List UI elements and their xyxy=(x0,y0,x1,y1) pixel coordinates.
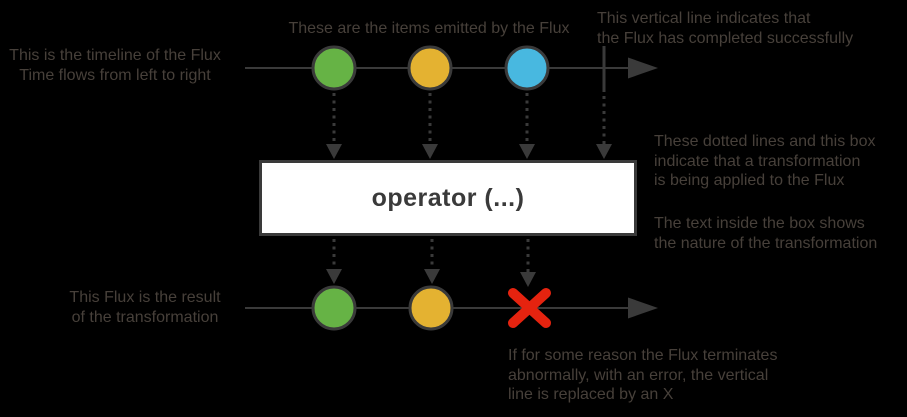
source-item-3-blue xyxy=(504,45,550,91)
arrowhead-icon xyxy=(422,144,438,159)
transform-note: These dotted lines and this box indicate… xyxy=(654,133,876,189)
dotted-arrow-in-4 xyxy=(596,96,612,159)
arrowhead-icon xyxy=(326,144,342,159)
result-item-1-green xyxy=(311,285,357,331)
arrowhead-icon xyxy=(326,269,342,284)
arrowhead-icon xyxy=(520,272,536,287)
source-timeline xyxy=(245,45,658,92)
items-note: These are the items emitted by the Flux xyxy=(288,20,570,37)
dotted-arrow-out-1 xyxy=(326,239,342,284)
error-x-icon xyxy=(508,288,551,328)
result-item-2-yellow xyxy=(408,285,454,331)
result-note: This Flux is the result of the transform… xyxy=(69,289,221,326)
arrowhead-icon xyxy=(519,144,535,159)
transform-arrows-out xyxy=(326,239,536,287)
timeline-note: This is the timeline of the Flux Time fl… xyxy=(9,47,221,84)
dotted-arrow-out-2 xyxy=(424,239,440,284)
arrowhead-icon xyxy=(424,269,440,284)
source-timeline-arrowhead-icon xyxy=(628,57,658,79)
dotted-arrow-out-3 xyxy=(520,239,536,287)
error-note: If for some reason the Flux terminates a… xyxy=(508,347,778,403)
complete-note: This vertical line indicates that the Fl… xyxy=(597,10,854,47)
arrowhead-icon xyxy=(596,144,612,159)
result-timeline xyxy=(245,285,658,331)
result-timeline-arrowhead-icon xyxy=(628,297,658,319)
source-item-1-green xyxy=(311,45,357,91)
operator-box: operator (...) xyxy=(259,160,637,236)
operator-box-label: operator (...) xyxy=(371,183,525,212)
transform-arrows-in xyxy=(326,93,612,159)
dotted-arrow-in-2 xyxy=(422,93,438,159)
box-text-note: The text inside the box shows the nature… xyxy=(654,215,878,252)
dotted-arrow-in-3 xyxy=(519,93,535,159)
source-item-2-yellow xyxy=(407,45,453,91)
dotted-arrow-in-1 xyxy=(326,93,342,159)
